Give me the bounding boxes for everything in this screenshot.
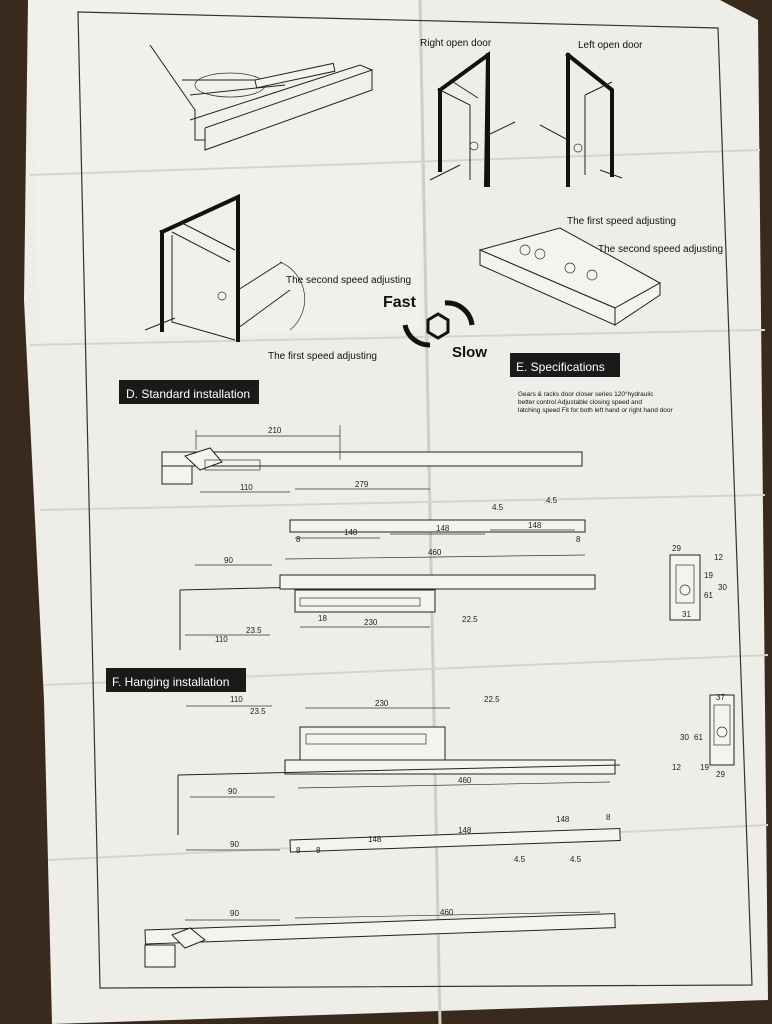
dim-hang-4-5b: 4.5: [570, 855, 582, 864]
dim-std-110a: 110: [240, 483, 253, 492]
side-bottom-29: 29: [716, 770, 725, 779]
dim-hang-90b: 90: [230, 840, 239, 849]
dim-hang-148a: 148: [368, 835, 382, 844]
side-bottom-19: 19: [700, 763, 709, 772]
left-open-door-illustration: Left open door: [539, 40, 643, 187]
dim-hang-22-5: 22.5: [484, 695, 500, 704]
dim-std-148c: 148: [528, 521, 542, 530]
side-bottom-30: 30: [680, 733, 689, 742]
speed-door-illustration: The second speed adjusting The first spe…: [144, 193, 411, 362]
first-speed-right-label: The first speed adjusting: [567, 216, 676, 227]
dim-std-279: 279: [355, 480, 369, 489]
dim-hang-230: 230: [375, 699, 389, 708]
dim-std-4-5a: 4.5: [492, 503, 504, 512]
dim-std-148b: 148: [436, 524, 450, 533]
dim-std-8a: 8: [296, 535, 301, 544]
side-top-30: 30: [718, 583, 727, 592]
fold-vertical: [418, 0, 442, 1024]
right-open-door-label: Right open door: [420, 38, 492, 49]
dim-std-148a: 148: [344, 528, 358, 537]
side-top-61: 61: [704, 591, 713, 600]
dim-hang-8b: 8: [316, 846, 321, 855]
fast-label: Fast: [383, 294, 417, 311]
closer-arm-illustration: [149, 44, 374, 151]
hanging-title-badge: F. Hanging installation: [106, 668, 246, 692]
specifications-title: E. Specifications: [516, 360, 605, 374]
dim-hang-8c: 8: [606, 813, 611, 822]
side-top-19: 19: [704, 571, 713, 580]
dim-hang-90a: 90: [228, 787, 237, 796]
speed-adjust-icon: Fast Slow: [383, 294, 487, 361]
side-top-12: 12: [714, 553, 723, 562]
side-view-top: 29 12 19 61 30 31: [669, 544, 727, 621]
side-view-bottom: 37 30 61 12 19 29: [672, 693, 735, 779]
dim-hang-460b: 460: [440, 908, 454, 917]
page-border: [77, 11, 753, 989]
right-open-door-illustration: Right open door: [420, 38, 516, 188]
spec-line-3: latching speed Fit for both left hand or…: [518, 407, 673, 414]
dim-hang-90c: 90: [230, 909, 239, 918]
standard-installation-diagram: 210 110 279 8 148 148 148 8 4.5 4.5 90 4…: [161, 425, 596, 650]
side-bottom-61: 61: [694, 733, 703, 742]
dim-std-210: 210: [268, 426, 282, 435]
dim-hang-23-5: 23.5: [250, 707, 266, 716]
dim-hang-4-5a: 4.5: [514, 855, 526, 864]
left-open-door-label: Left open door: [578, 40, 643, 51]
second-speed-label: The second speed adjusting: [286, 275, 411, 286]
dim-hang-148c: 148: [556, 815, 570, 824]
dim-hang-148b: 148: [458, 826, 472, 835]
second-speed-right-label: The second speed adjusting: [598, 244, 723, 255]
slow-label: Slow: [452, 344, 487, 361]
side-bottom-12: 12: [672, 763, 681, 772]
dim-std-460: 460: [428, 548, 442, 557]
dim-std-8b: 8: [576, 535, 581, 544]
dim-hang-8a: 8: [296, 846, 301, 855]
dim-std-90: 90: [224, 556, 233, 565]
standard-title-badge: D. Standard installation: [119, 380, 259, 404]
standard-installation-title: D. Standard installation: [126, 387, 250, 401]
spec-line-1: Gears & racks door closer series 120°hyd…: [518, 390, 654, 398]
dim-std-230: 230: [364, 618, 378, 627]
dim-std-22-5: 22.5: [462, 615, 478, 624]
spec-title-badge: E. Specifications: [510, 353, 620, 377]
first-speed-label: The first speed adjusting: [268, 351, 377, 362]
dim-std-4-5b: 4.5: [546, 496, 558, 505]
dim-std-23-5: 23.5: [246, 626, 262, 635]
spec-line-2: better control Adjustable closing speed …: [518, 399, 642, 406]
closer-body-illustration: The first speed adjusting The second spe…: [478, 216, 723, 326]
dim-hang-110: 110: [230, 695, 243, 704]
dim-hang-460a: 460: [458, 776, 472, 785]
side-top-29: 29: [672, 544, 681, 553]
hanging-installation-title: F. Hanging installation: [112, 675, 229, 689]
dim-std-18: 18: [318, 614, 327, 623]
side-top-31: 31: [682, 610, 691, 619]
side-bottom-37: 37: [716, 693, 725, 702]
hanging-installation-diagram: 110 23.5 230 22.5 90 460 90 8 8 148 148 …: [144, 695, 621, 968]
dim-std-110b: 110: [215, 635, 228, 644]
